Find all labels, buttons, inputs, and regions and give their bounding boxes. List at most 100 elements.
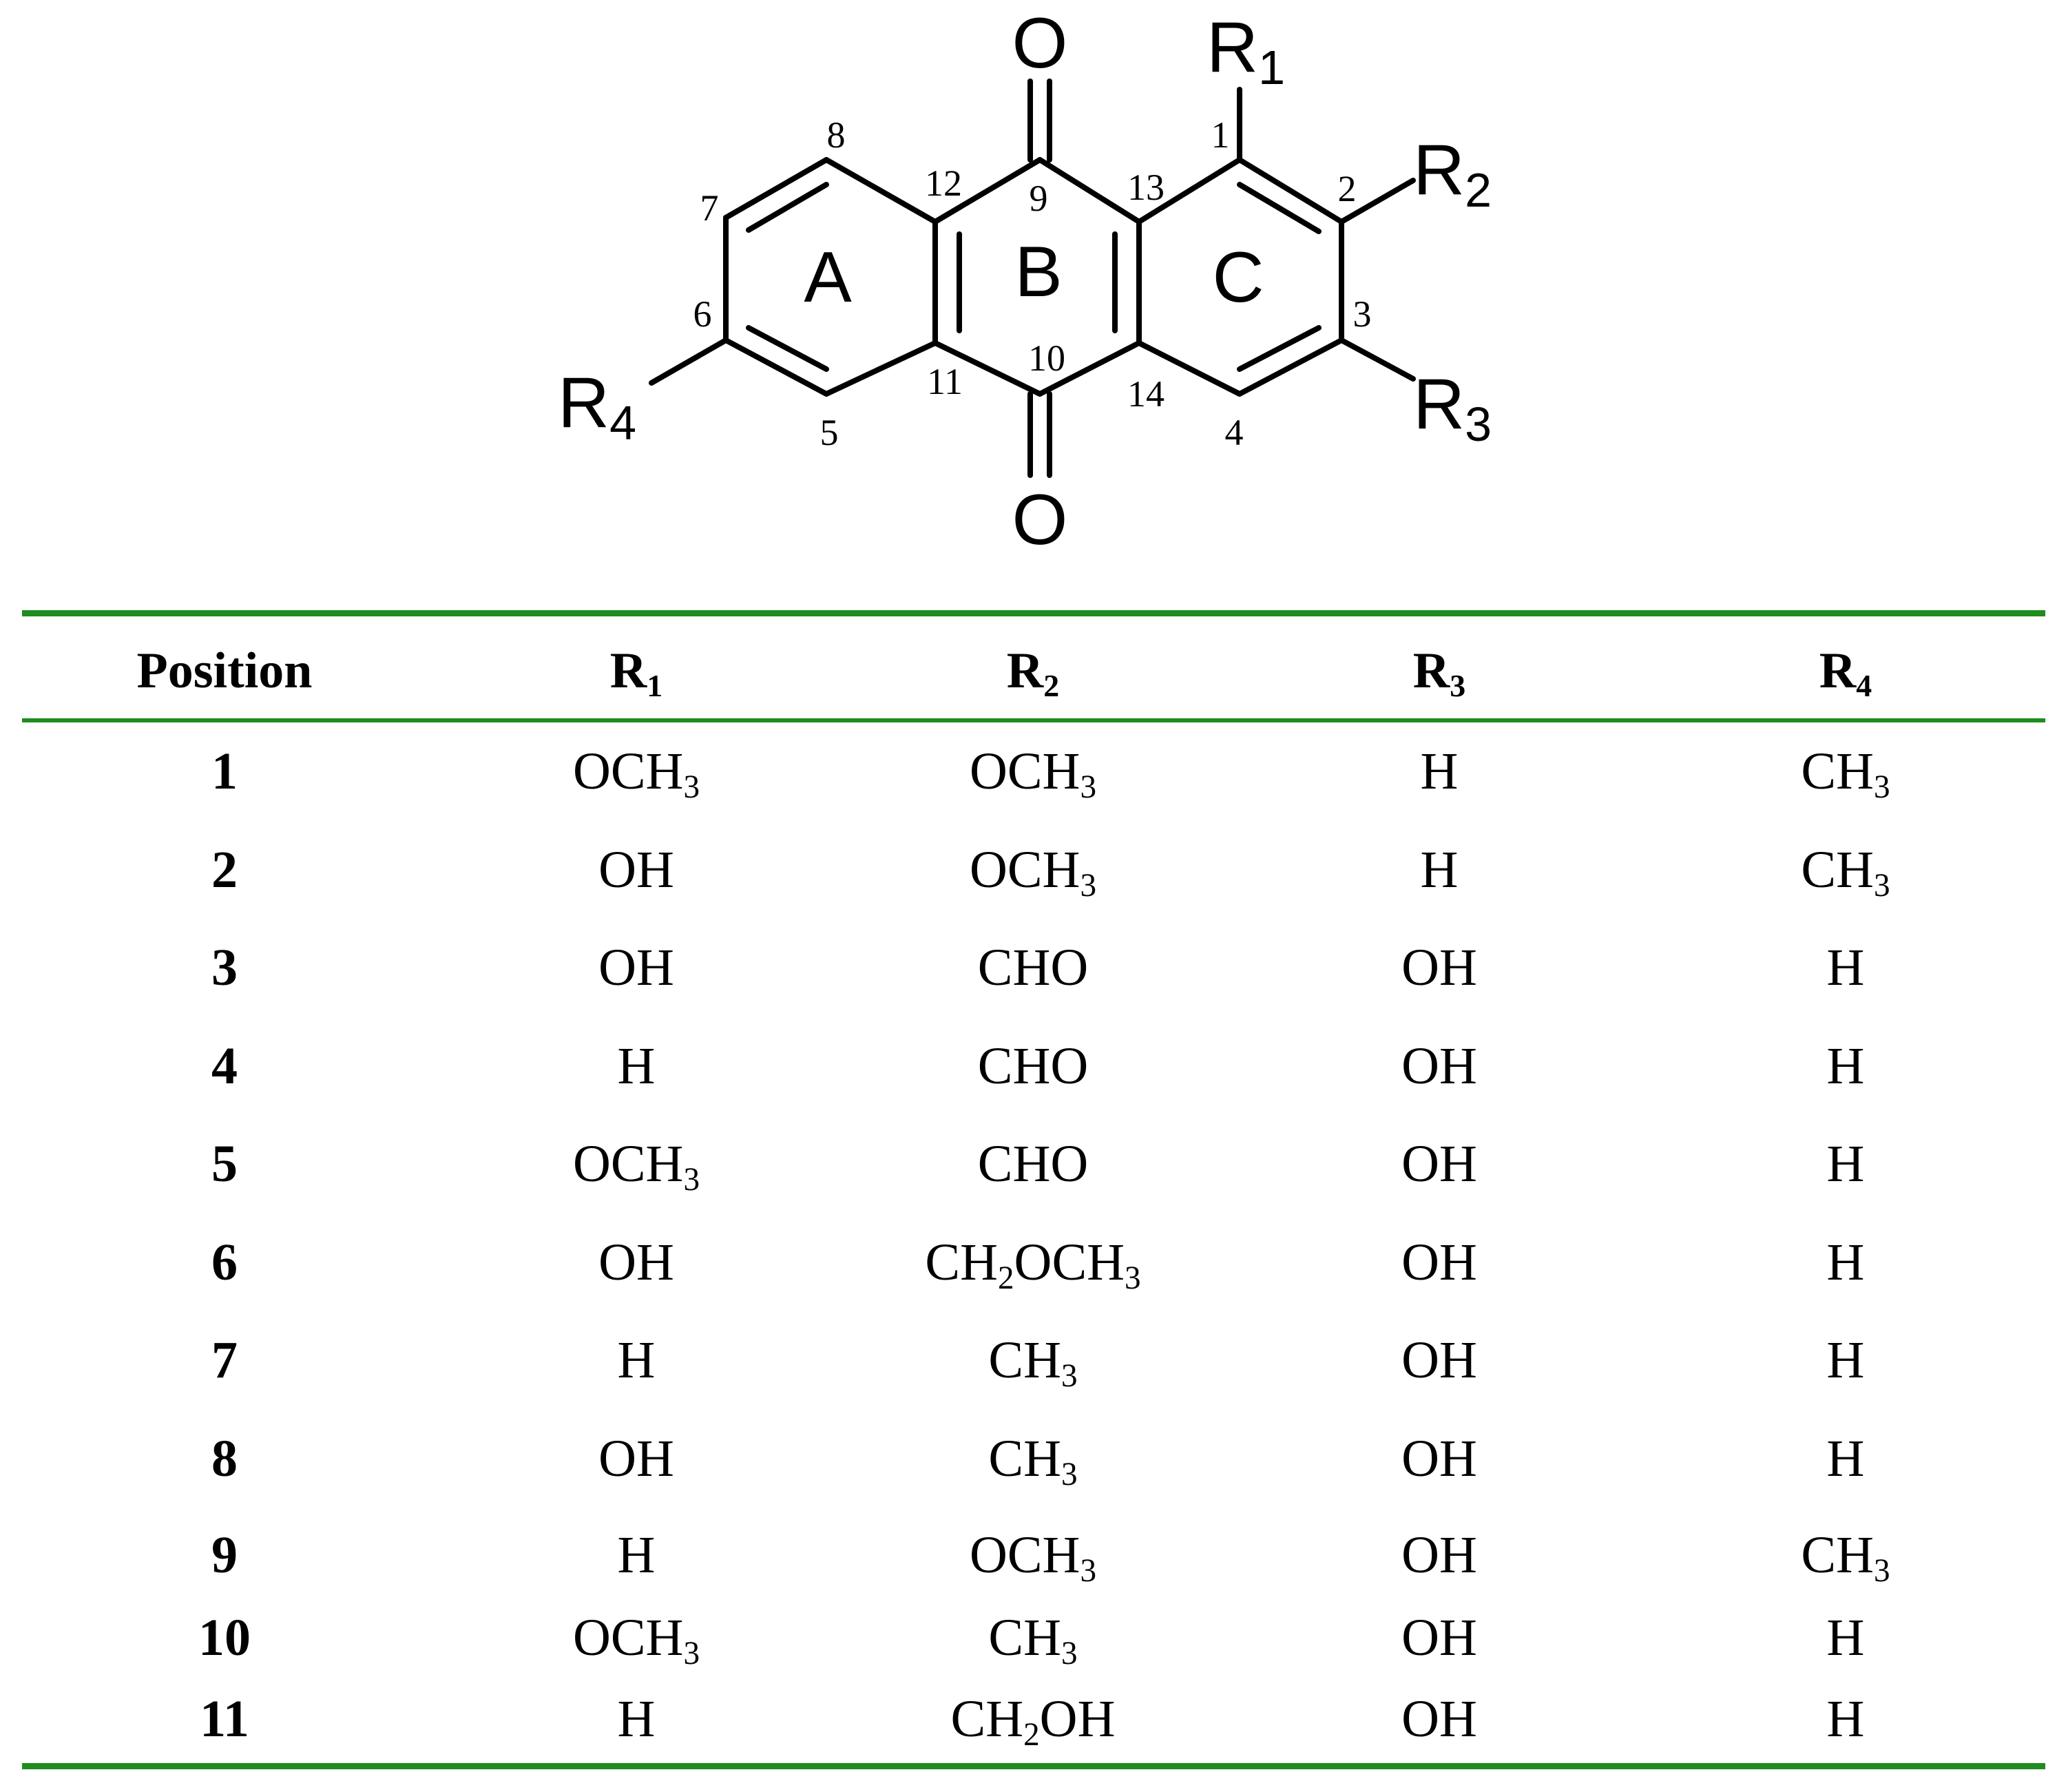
anthraquinone-structure: O O A B C 1 2 3 4 5 6 7 8 9 10 11 12 13 … xyxy=(558,3,1492,560)
atom-number-12: 12 xyxy=(925,163,962,204)
atom-number-8: 8 xyxy=(827,114,846,156)
position-cell: 6 xyxy=(211,1233,238,1291)
substituent-cell-r4: H xyxy=(1826,1430,1865,1488)
double-bond-5-6 xyxy=(746,325,829,372)
atom-number-3: 3 xyxy=(1353,293,1372,335)
atom-number-1: 1 xyxy=(1211,114,1230,156)
substituent-cell-r1: OH xyxy=(598,1430,674,1488)
substituent-cell-r1: OCH3 xyxy=(572,1609,700,1672)
substituent-cell-r3: OH xyxy=(1401,1135,1477,1193)
atom-number-10: 10 xyxy=(1028,337,1065,379)
double-bond-3-4 xyxy=(1237,325,1322,372)
substituent-cell-r3: OH xyxy=(1401,1430,1477,1488)
substituent-cell-r4: CH3 xyxy=(1801,841,1890,904)
bond-8-12 xyxy=(824,157,938,225)
substituent-cell-r1: OCH3 xyxy=(572,742,700,806)
atom-number-4: 4 xyxy=(1225,412,1244,453)
column-header-r4: R4 xyxy=(1819,643,1872,703)
ring-label-a: A xyxy=(804,238,852,317)
double-bond-1-2 xyxy=(1237,182,1322,234)
substituent-cell-r4: CH3 xyxy=(1801,742,1890,806)
substituent-cell-r2: OCH3 xyxy=(969,841,1097,904)
substituent-cell-r3: H xyxy=(1420,841,1459,899)
bond-12-9 xyxy=(932,157,1043,225)
bond-2-R2 xyxy=(1339,178,1416,225)
substituent-cell-r3: OH xyxy=(1401,1526,1477,1584)
substituent-cell-r1: OCH3 xyxy=(572,1135,700,1198)
bond-3-4 xyxy=(1237,337,1344,397)
substituent-r3: R3 xyxy=(1413,364,1492,451)
substituent-cell-r1: OH xyxy=(598,841,674,899)
substituent-cell-r4: H xyxy=(1826,939,1865,997)
atom-number-11: 11 xyxy=(927,361,963,402)
column-header-position: Position xyxy=(136,643,313,699)
bond-9-13 xyxy=(1037,157,1142,225)
substituent-cell-r3: OH xyxy=(1401,1037,1477,1095)
substituent-r1: R1 xyxy=(1207,8,1285,94)
substituent-cell-r3: OH xyxy=(1401,939,1477,997)
substituent-cell-r2: CH2OCH3 xyxy=(925,1233,1141,1297)
substituent-cell-r2: CH3 xyxy=(988,1331,1078,1395)
column-header-r2: R2 xyxy=(1006,643,1060,703)
table-header-rule xyxy=(22,718,2045,722)
bond-3-R3 xyxy=(1339,337,1416,382)
substituent-cell-r2: CH3 xyxy=(988,1609,1078,1672)
bond-5-6 xyxy=(723,337,829,397)
position-cell: 9 xyxy=(211,1526,238,1584)
substituent-cell-r2: OCH3 xyxy=(969,742,1097,806)
substituent-cell-r1: H xyxy=(617,1331,656,1389)
position-cell: 10 xyxy=(198,1609,251,1667)
substituent-cell-r3: OH xyxy=(1401,1233,1477,1291)
substituent-cell-r1: OH xyxy=(598,939,674,997)
substituent-cell-r4: H xyxy=(1826,1233,1865,1291)
bond-6-R4 xyxy=(649,337,729,386)
substituent-cell-r1: OH xyxy=(598,1233,674,1291)
substituent-cell-r3: H xyxy=(1420,742,1459,800)
substituent-cell-r2: CHO xyxy=(977,939,1089,997)
substituent-cell-r4: H xyxy=(1826,1609,1865,1667)
position-cell: 1 xyxy=(211,742,238,800)
atom-number-9: 9 xyxy=(1030,178,1048,219)
position-cell: 11 xyxy=(200,1690,249,1748)
position-cell: 3 xyxy=(211,939,238,997)
bond-10-11 xyxy=(932,340,1043,397)
substituent-cell-r1: H xyxy=(617,1690,656,1748)
substituent-cell-r4: H xyxy=(1826,1331,1865,1389)
atom-number-5: 5 xyxy=(820,412,839,453)
table-top-rule xyxy=(22,610,2045,616)
atom-number-2: 2 xyxy=(1338,168,1357,209)
atom-number-13: 13 xyxy=(1127,167,1165,208)
substituent-cell-r2: CHO xyxy=(977,1135,1089,1193)
bond-1-2 xyxy=(1237,157,1344,225)
position-cell: 7 xyxy=(211,1331,238,1389)
double-bond-7-8 xyxy=(746,182,829,233)
substituent-cell-r3: OH xyxy=(1401,1609,1477,1667)
substituent-cell-r1: H xyxy=(617,1526,656,1584)
position-cell: 5 xyxy=(211,1135,238,1193)
substituent-cell-r3: OH xyxy=(1401,1690,1477,1748)
substituent-cell-r4: CH3 xyxy=(1801,1526,1890,1590)
substituent-cell-r4: H xyxy=(1826,1690,1865,1748)
bond-11-5 xyxy=(824,340,938,397)
position-cell: 4 xyxy=(211,1037,238,1095)
bond-14-10 xyxy=(1037,340,1142,397)
substituent-r4: R4 xyxy=(558,363,636,450)
column-header-r3: R3 xyxy=(1412,643,1466,703)
substituent-cell-r2: CH2OH xyxy=(950,1690,1116,1753)
column-header-r1: R1 xyxy=(609,643,663,703)
substituent-cell-r2: CH3 xyxy=(988,1430,1078,1493)
bond-13-1 xyxy=(1136,157,1242,225)
position-cell: 2 xyxy=(211,841,238,899)
oxygen-bottom: O xyxy=(1012,480,1068,560)
structure-bonds xyxy=(649,79,1416,478)
oxygen-top: O xyxy=(1012,3,1068,83)
substituent-cell-r1: H xyxy=(617,1037,656,1095)
substituent-cell-r4: H xyxy=(1826,1135,1865,1193)
position-cell: 8 xyxy=(211,1430,238,1488)
substituent-cell-r2: OCH3 xyxy=(969,1526,1097,1590)
bond-4-14 xyxy=(1136,340,1242,397)
bond-7-8 xyxy=(723,157,829,220)
substituent-cell-r4: H xyxy=(1826,1037,1865,1095)
atom-number-14: 14 xyxy=(1127,373,1165,415)
substituent-cell-r2: CHO xyxy=(977,1037,1089,1095)
